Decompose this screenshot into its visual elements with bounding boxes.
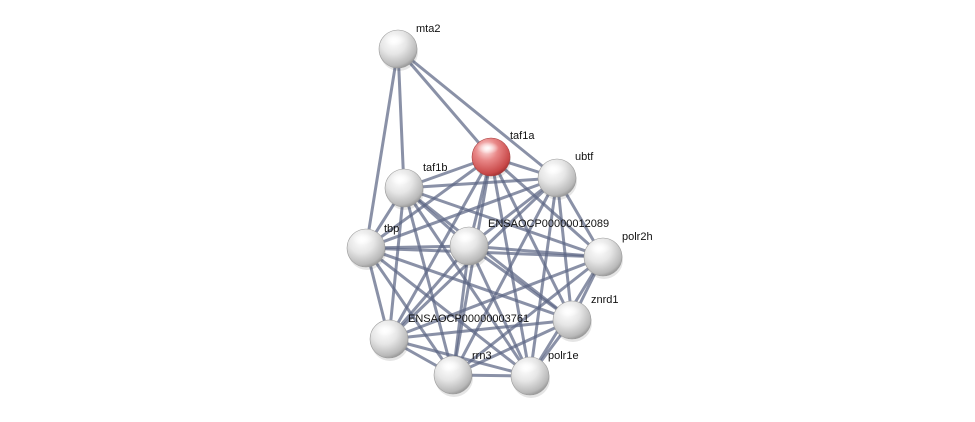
node-label-polr2h: polr2h: [622, 231, 653, 243]
edge-mta2-tbp[interactable]: [364, 47, 400, 250]
edge-ensaocp12089-znrd1[interactable]: [467, 244, 574, 322]
node-label-rrn3: rrn3: [472, 350, 492, 362]
edge-tbp-polr1e[interactable]: [364, 246, 532, 378]
node-label-znrd1: znrd1: [591, 294, 619, 306]
node-highlight: [384, 34, 406, 46]
node-label-taf1b: taf1b: [423, 162, 447, 174]
edge-taf1a-tbp[interactable]: [364, 155, 493, 250]
node-polr1e[interactable]: polr1e: [510, 350, 579, 398]
node-highlight: [589, 242, 611, 254]
edge-znrd1-rrn3[interactable]: [451, 318, 574, 377]
edge-taf1a-rrn3[interactable]: [451, 155, 493, 377]
node-taf1a[interactable]: taf1a: [471, 130, 535, 179]
edge-ubtf-znrd1[interactable]: [555, 176, 574, 322]
edge-taf1b-polr2h[interactable]: [402, 186, 605, 259]
edge-ensaocp12089-polr1e[interactable]: [467, 244, 532, 378]
node-highlight: [477, 142, 499, 154]
edge-mta2-taf1b[interactable]: [396, 47, 406, 190]
edge-ensaocp12089-ensaocp3761[interactable]: [387, 244, 471, 341]
edge-taf1b-ensaocp3761[interactable]: [387, 186, 406, 341]
node-ensaocp12089[interactable]: ENSAOCP00000012089: [449, 218, 609, 268]
edge-mta2-taf1a[interactable]: [396, 47, 493, 159]
edge-tbp-rrn3[interactable]: [364, 246, 455, 377]
node-highlight: [516, 361, 538, 373]
edge-taf1b-rrn3[interactable]: [402, 186, 455, 377]
node-ubtf[interactable]: ubtf: [537, 151, 594, 200]
edge-znrd1-ensaocp3761[interactable]: [387, 318, 574, 341]
node-highlight: [455, 231, 477, 243]
edge-mta2-ubtf[interactable]: [396, 47, 559, 180]
node-highlight: [543, 163, 565, 175]
edge-ubtf-taf1b[interactable]: [402, 176, 559, 190]
node-label-ensaocp3761: ENSAOCP00000003761: [408, 313, 529, 325]
node-znrd1[interactable]: znrd1: [552, 294, 619, 342]
nodes-layer: mta2 taf1a ubtf taf1b tbp ENSAOCP00000012089 p…: [346, 23, 653, 398]
node-label-ensaocp12089: ENSAOCP00000012089: [488, 218, 609, 230]
node-highlight: [375, 324, 397, 336]
node-label-mta2: mta2: [416, 23, 440, 35]
node-tbp[interactable]: tbp: [346, 223, 399, 270]
node-taf1b[interactable]: taf1b: [384, 162, 447, 210]
node-rrn3[interactable]: rrn3: [433, 350, 492, 397]
node-highlight: [352, 233, 374, 245]
edge-ubtf-polr1e[interactable]: [528, 176, 559, 378]
edge-ensaocp12089-polr2h[interactable]: [467, 244, 605, 259]
edge-ubtf-rrn3[interactable]: [451, 176, 559, 377]
node-label-ubtf: ubtf: [575, 151, 594, 163]
node-label-polr1e: polr1e: [548, 350, 579, 362]
edge-polr2h-ensaocp3761[interactable]: [387, 255, 605, 341]
node-label-tbp: tbp: [384, 223, 399, 235]
node-polr2h[interactable]: polr2h: [583, 231, 653, 279]
node-ensaocp3761[interactable]: ENSAOCP00000003761: [369, 313, 529, 361]
node-highlight: [558, 305, 580, 317]
node-mta2[interactable]: mta2: [378, 23, 440, 71]
node-highlight: [390, 173, 412, 185]
node-label-taf1a: taf1a: [510, 130, 535, 142]
edge-taf1a-polr2h[interactable]: [489, 155, 605, 259]
edge-polr2h-rrn3[interactable]: [451, 255, 605, 377]
node-highlight: [439, 360, 461, 372]
